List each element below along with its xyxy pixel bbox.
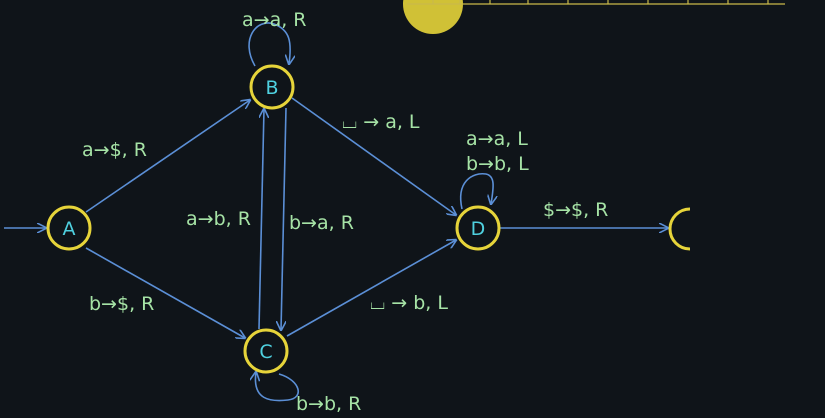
edge-d-loop [459, 173, 493, 210]
tape-fragment [407, 0, 785, 5]
edge-b-d [291, 97, 456, 215]
label-c-b: a→b, R [186, 208, 251, 230]
state-b-label: B [265, 77, 278, 99]
label-a-c: b→$, R [89, 293, 154, 315]
edge-b-loop [248, 22, 290, 67]
edge-a-c [85, 247, 245, 338]
label-a-b: a→$, R [82, 139, 147, 161]
edge-c-d [286, 240, 456, 337]
label-b-c: b→a, R [289, 212, 354, 234]
state-d: D [455, 205, 501, 251]
edge-c-b [258, 109, 264, 330]
state-a-label: A [63, 218, 76, 240]
state-b: B [249, 64, 295, 110]
edge-c-loop [255, 372, 299, 402]
state-a: A [46, 205, 92, 251]
label-d-accept: $→$, R [543, 199, 608, 221]
pointer-highlight [403, 0, 463, 34]
label-c-d: ⌴ → b, L [370, 292, 448, 314]
label-b-loop: a→a, R [242, 9, 307, 31]
label-d-loop-1: a→a, L [466, 128, 528, 150]
label-c-loop: b→b, R [296, 393, 361, 415]
edge-b-c [281, 107, 287, 330]
label-b-d: ⌴ → a, L [342, 111, 420, 133]
label-d-loop-2: b→b, L [466, 153, 529, 175]
accept-state-partial [668, 207, 691, 251]
edge-a-b [85, 100, 250, 213]
state-d-label: D [471, 218, 486, 240]
state-c-label: C [259, 341, 272, 363]
state-c: C [243, 328, 289, 374]
